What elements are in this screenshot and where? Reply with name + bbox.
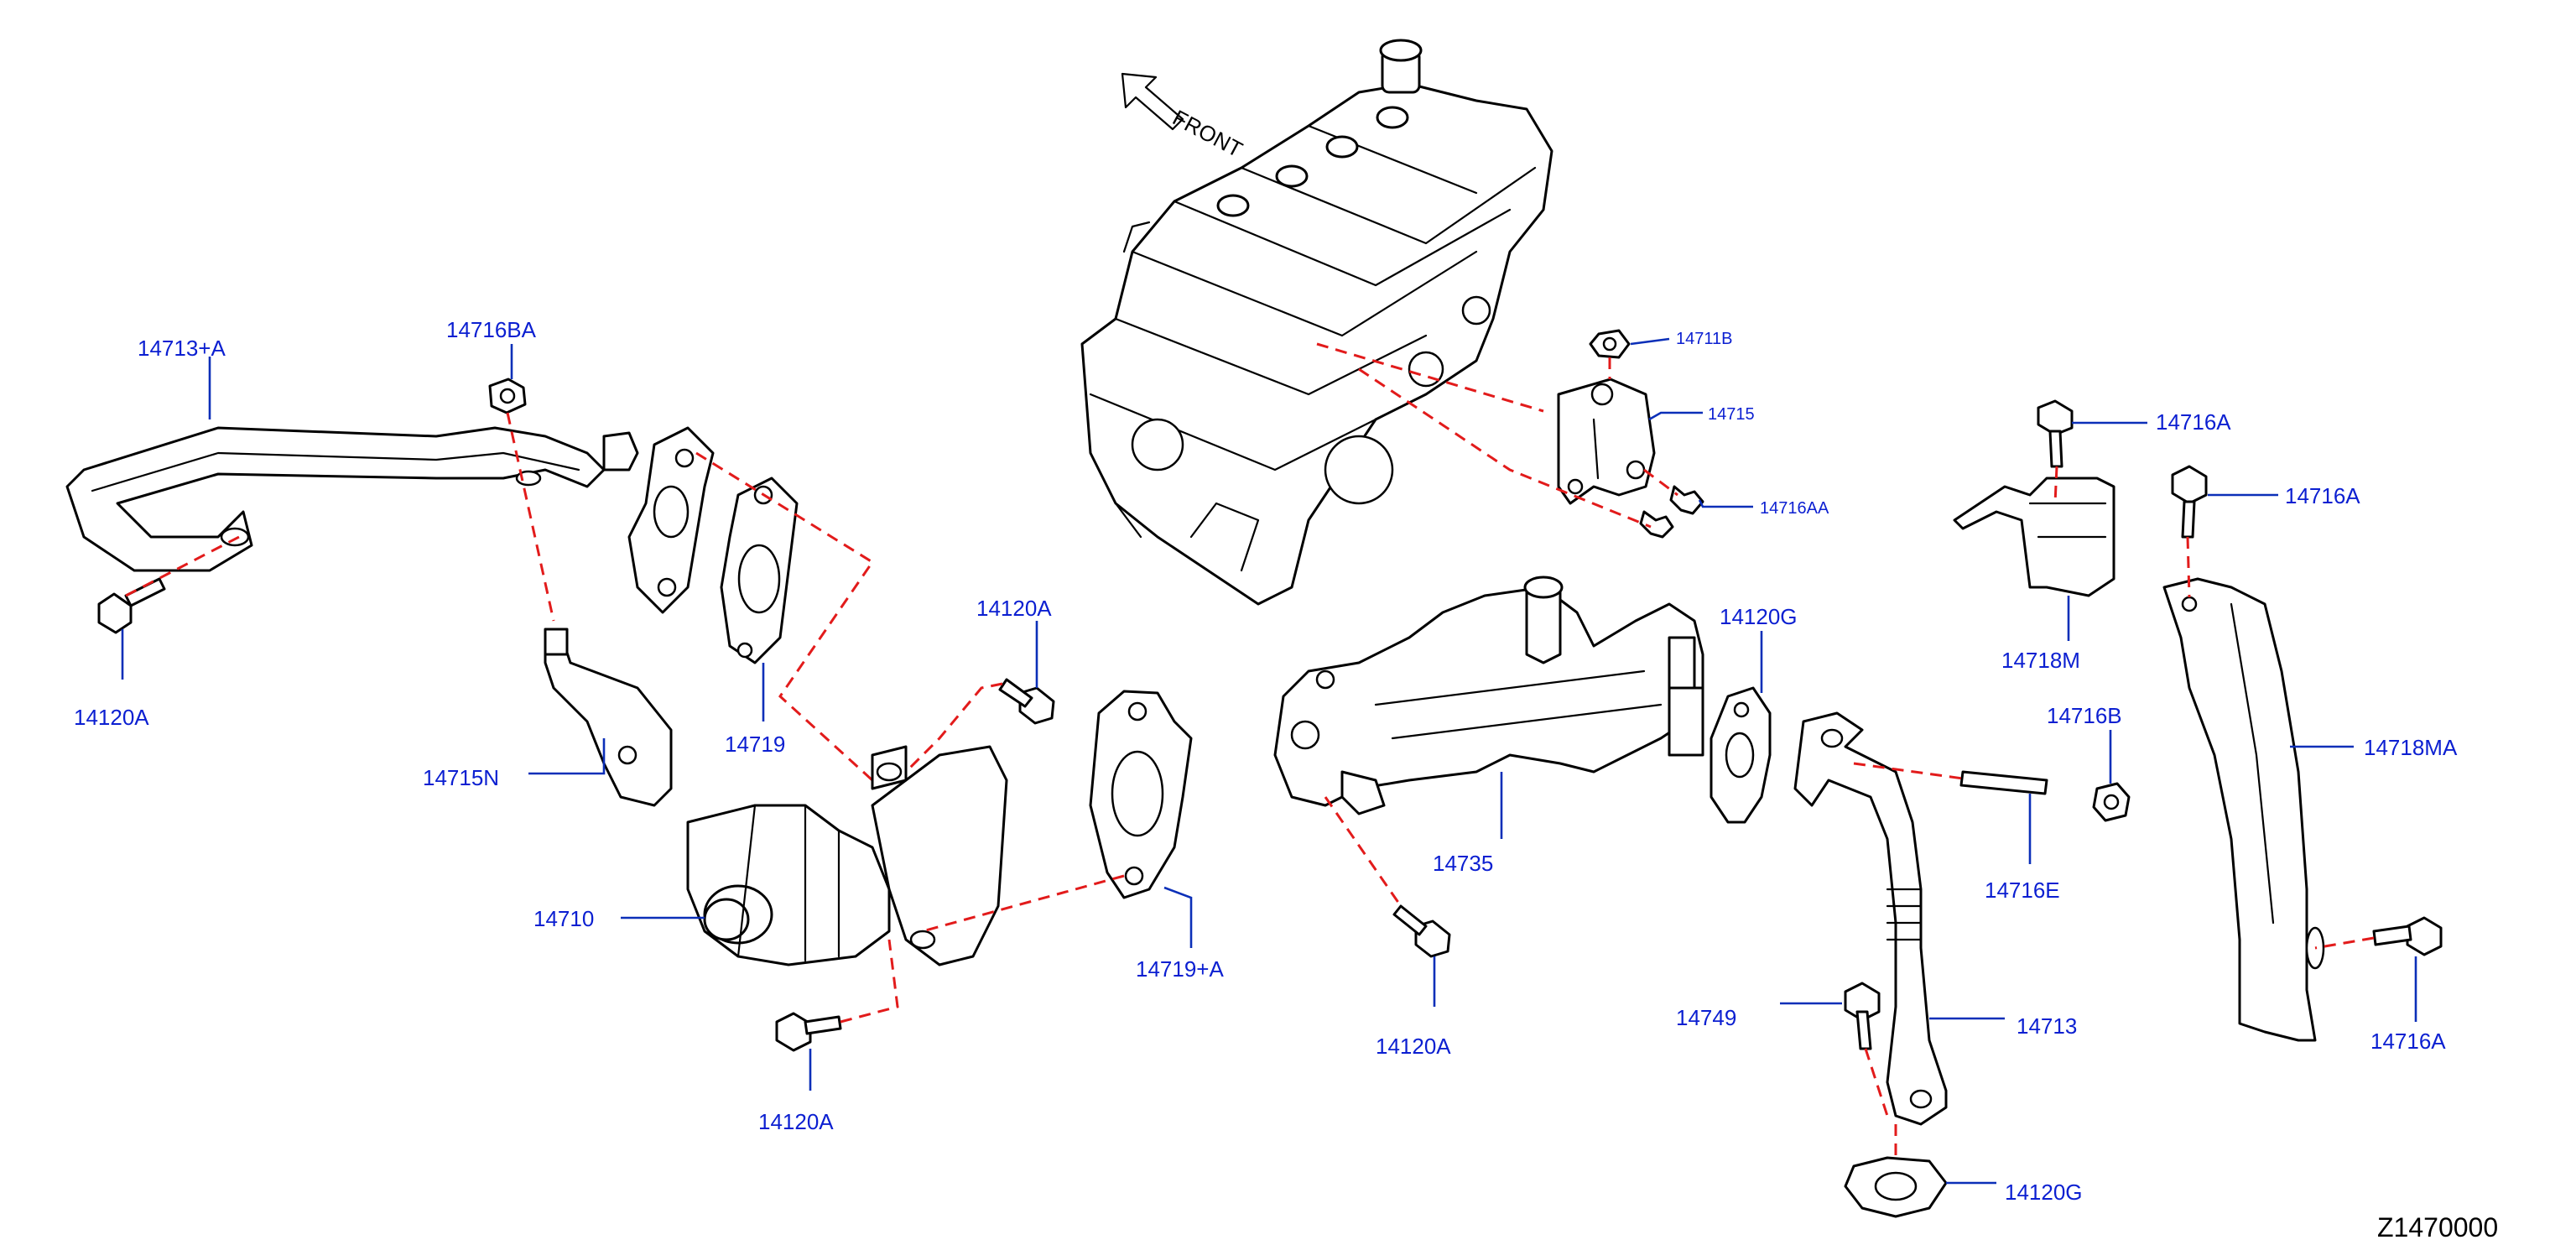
callout-14120a-left: 14120A	[74, 705, 149, 730]
bolt-14716aa	[1639, 485, 1704, 539]
callout-14713: 14713	[2017, 1013, 2077, 1039]
bolt-14120a-left	[97, 577, 166, 634]
bolt-14120a-top	[998, 678, 1055, 725]
bolt-14716a-bottom	[2372, 916, 2443, 956]
callout-14716a-right: 14716A	[2285, 483, 2360, 508]
egr-tube-14713a	[65, 426, 639, 572]
diagram-code: Z1470000	[2377, 1212, 2498, 1242]
gasket-14719	[720, 477, 799, 664]
callout-14715: 14715	[1708, 405, 1755, 424]
callout-14710: 14710	[533, 906, 594, 931]
heat-shield-14718m	[1953, 477, 2115, 597]
bracket-14715	[1557, 378, 1656, 505]
callout-14713a: 14713+A	[138, 336, 226, 361]
callout-14719: 14719	[725, 732, 785, 757]
callout-14719a: 14719+A	[1136, 956, 1224, 982]
heat-shield-14718ma	[2162, 577, 2325, 1042]
egr-valve-14710	[686, 745, 1008, 966]
bolt-14716a-right	[2171, 465, 2208, 539]
bolt-14749	[1844, 982, 1881, 1050]
nut-14716b	[2092, 782, 2131, 822]
callout-14120g-top: 14120G	[1720, 604, 1798, 629]
callout-14716aa: 14716AA	[1760, 499, 1829, 518]
egr-cooler-14735	[1273, 576, 1704, 815]
callout-14716ba: 14716BA	[446, 317, 537, 342]
bolt-14120a-mid	[1392, 904, 1451, 958]
callout-14718ma: 14718MA	[2364, 735, 2458, 760]
callout-14120a-top: 14120A	[976, 596, 1052, 621]
nut-14711b	[1589, 329, 1631, 359]
bolt-14716a-top	[2037, 399, 2074, 468]
front-arrow-icon	[1121, 72, 1184, 131]
bracket-14715n	[544, 628, 673, 807]
callout-14716b: 14716B	[2047, 703, 2122, 728]
callout-14718m: 14718M	[2001, 648, 2080, 673]
egr-tube-14713	[1793, 711, 1948, 1126]
stud-14716e	[1959, 770, 2048, 795]
callout-14711b: 14711B	[1676, 330, 1732, 348]
engine-assembly	[1080, 39, 1553, 606]
callout-14735: 14735	[1433, 851, 1493, 876]
bolt-14120a-bottom	[775, 1012, 842, 1052]
callout-14120g-bottom: 14120G	[2005, 1180, 2083, 1205]
callout-14749: 14749	[1676, 1005, 1736, 1030]
callout-14120a-bottom: 14120A	[758, 1109, 834, 1134]
callout-14716e: 14716E	[1985, 878, 2060, 903]
callout-14716a-top: 14716A	[2156, 409, 2231, 435]
gasket-14719a	[1089, 690, 1193, 899]
flange-upper	[627, 426, 715, 614]
gasket-14120g-top	[1710, 686, 1772, 824]
front-label: FRONT	[1168, 105, 1246, 163]
gasket-14120g-bottom	[1844, 1156, 1948, 1218]
callout-14716a-bottom: 14716A	[2370, 1029, 2446, 1054]
nut-14716ba	[488, 378, 527, 414]
callout-14715n: 14715N	[423, 765, 499, 790]
callout-14120a-mid: 14120A	[1376, 1034, 1451, 1059]
